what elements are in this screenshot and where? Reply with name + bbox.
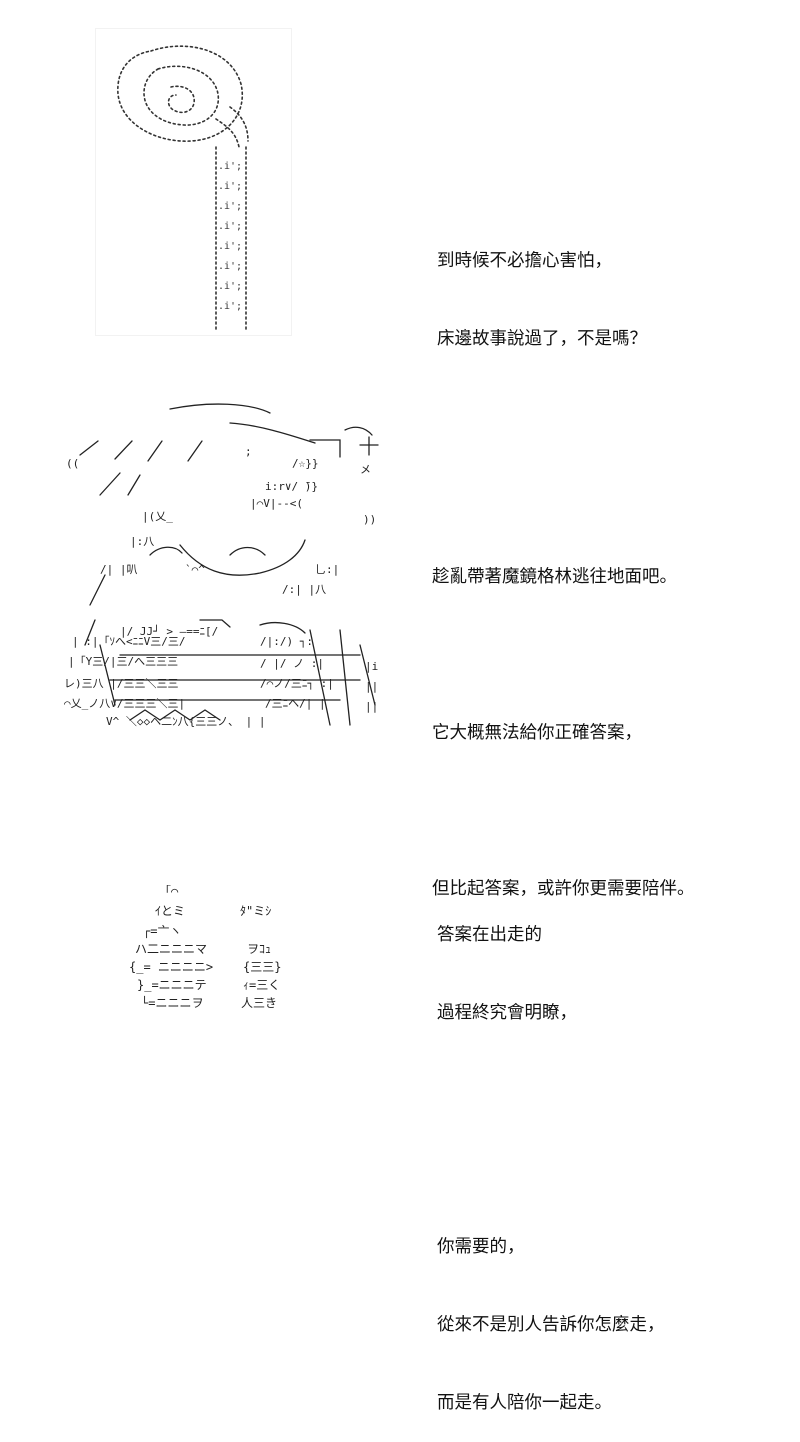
dialogue-gap (432, 642, 695, 668)
svg-text:;: ; (236, 201, 242, 212)
svg-text:.i': .i' (218, 201, 236, 212)
svg-text:⌒乂_ノ八∨/三三三＼三|: ⌒乂_ノ八∨/三三三＼三| (64, 697, 185, 710)
svg-text:{_= ニニニニ>: {_= ニニニニ> (129, 960, 213, 974)
dialogue-line: 趁亂帶著魔鏡格林逃往地面吧。 (432, 567, 677, 587)
dialogue-line: 你需要的， (437, 1237, 525, 1257)
witch-character-art: (( ; /☆}} メ i:r∨/ ̄)} |⌒V|--<( )) |(乂_ |… (60, 395, 390, 735)
svg-text:.i': .i' (218, 301, 236, 312)
dialogue-line: 床邊故事說過了，不是嗎？ (437, 329, 647, 349)
svg-text:;: ; (236, 241, 242, 252)
dialogue-gap (437, 1078, 665, 1104)
svg-text:└=ニニニヲ: └=ニニニヲ (141, 995, 203, 1010)
svg-text:|/ JJ┘ > ―==ﾆ[/: |/ JJ┘ > ―==ﾆ[/ (120, 624, 218, 638)
svg-text:/| |叭: /| |叭 (100, 563, 138, 576)
svg-text:||: || (365, 700, 378, 713)
svg-text:|:八: |:八 (130, 535, 154, 548)
witch-character-drawing: (( ; /☆}} メ i:r∨/ ̄)} |⌒V|--<( )) |(乂_ |… (64, 403, 379, 728)
svg-text:)): )) (363, 513, 376, 526)
svg-text:ヲｺｭ: ヲｺｭ (247, 942, 271, 956)
svg-text:;: ; (245, 445, 252, 458)
dialogue-line: 它大概無法給你正確答案， (432, 723, 642, 743)
two-small-figures-art: ｢⌒ ｲとミ ﾀ"ミｼ ┌=亠ヽ ハ二ニニニマ ヲｺｭ {_= ニニニニ> {三… (125, 885, 305, 1015)
svg-text:人三き: 人三き (241, 996, 277, 1010)
svg-text:|⌒V|--<(: |⌒V|--<( (250, 497, 303, 510)
svg-text:ハ二ニニニマ: ハ二ニニニマ (135, 942, 207, 956)
svg-text:;: ; (236, 261, 242, 272)
svg-text:.i': .i' (218, 221, 236, 232)
dialogue-line: 從來不是別人告訴你怎麼走， (437, 1315, 665, 1335)
svg-text:;: ; (236, 161, 242, 172)
svg-text:乚:|: 乚:| (315, 563, 339, 576)
svg-text:| :|「ｿへ<ﾆﾆV三/三/: | :|「ｿへ<ﾆﾆV三/三/ (72, 635, 185, 648)
dialogue-line: 過程終究會明瞭， (437, 1003, 577, 1023)
svg-text:((: (( (66, 457, 79, 470)
dialogue-line: 但比起答案，或許你更需要陪伴。 (432, 879, 695, 899)
dialogue-panel-3: 答案在出走的 過程終究會明瞭， 你需要的， 從來不是別人告訴你怎麼走， 而是有人… (437, 870, 665, 1442)
svg-text:ﾀ"ミｼ: ﾀ"ミｼ (240, 904, 271, 918)
svg-text:i:r∨/ ̄)}: i:r∨/ ̄)} (265, 480, 318, 493)
svg-text:/|:/) ┐:: /|:/) ┐: (260, 635, 313, 648)
svg-text:｢⌒: ｢⌒ (165, 885, 178, 898)
svg-text:/☆}}: /☆}} (292, 457, 319, 470)
dialogue-gap (437, 1156, 665, 1182)
two-small-figures-drawing: ｢⌒ ｲとミ ﾀ"ミｼ ┌=亠ヽ ハ二ニニニマ ヲｺｭ {_= ニニニニ> {三… (129, 885, 281, 1010)
svg-text:/⌒ノ/三ﾆ┐ :|: /⌒ノ/三ﾆ┐ :| (260, 677, 334, 690)
svg-text:;: ; (236, 301, 242, 312)
svg-text:ｲとミ: ｲとミ (155, 904, 185, 918)
svg-text:|「Y三/|三/へ三三三: |「Y三/|三/へ三三三 (68, 655, 178, 668)
svg-text:{三三}: {三三} (243, 960, 281, 974)
svg-text:メ: メ (360, 463, 371, 476)
svg-text:/:| |八: /:| |八 (282, 583, 326, 596)
svg-text:/ |/ ノ :|: / |/ ノ :| (260, 657, 324, 670)
dialogue-panel-2: 趁亂帶著魔鏡格林逃往地面吧。 它大概無法給你正確答案， 但比起答案，或許你更需要… (432, 512, 695, 928)
svg-text:.i': .i' (218, 161, 236, 172)
svg-text:;: ; (236, 181, 242, 192)
svg-text:.i': .i' (218, 241, 236, 252)
svg-text:|(乂_: |(乂_ (142, 510, 173, 523)
svg-text:.i': .i' (218, 181, 236, 192)
staff-spiral-drawing: .i'; .i'; .i'; .i'; .i'; .i'; .i'; .i'; (117, 45, 249, 330)
svg-text:.i': .i' (218, 261, 236, 272)
dialogue-line: 答案在出走的 (437, 925, 542, 945)
svg-text:V^ ＼◇◇ヘ二ﾝ八{三三ノ、 | |: V^ ＼◇◇ヘ二ﾝ八{三三ノ、 | | (106, 715, 266, 728)
dialogue-gap (432, 798, 695, 824)
svg-text:/三ﾆヘ/| |: /三ﾆヘ/| | (265, 697, 326, 710)
svg-text:|i: |i (365, 660, 378, 673)
dialogue-line: 到時候不必擔心害怕， (437, 251, 612, 271)
svg-text:||: || (365, 680, 378, 693)
svg-text:┌=亠ヽ: ┌=亠ヽ (143, 924, 181, 938)
svg-text:;: ; (236, 281, 242, 292)
svg-text:}_=ニニニテ: }_=ニニニテ (137, 978, 207, 992)
svg-text:`⌒^: `⌒^ (185, 563, 205, 576)
dialogue-line: 而是有人陪你一起走。 (437, 1393, 612, 1413)
svg-text:.i': .i' (218, 281, 236, 292)
svg-text:ｨ=三く: ｨ=三く (243, 978, 280, 992)
staff-spiral-art: .i'; .i'; .i'; .i'; .i'; .i'; .i'; .i'; (95, 28, 292, 336)
svg-text:;: ; (236, 221, 242, 232)
dialogue-panel-1: 到時候不必擔心害怕， 床邊故事說過了，不是嗎？ (437, 196, 647, 378)
svg-text:レ)三八 |/三三＼三三: レ)三八 |/三三＼三三 (64, 677, 179, 690)
